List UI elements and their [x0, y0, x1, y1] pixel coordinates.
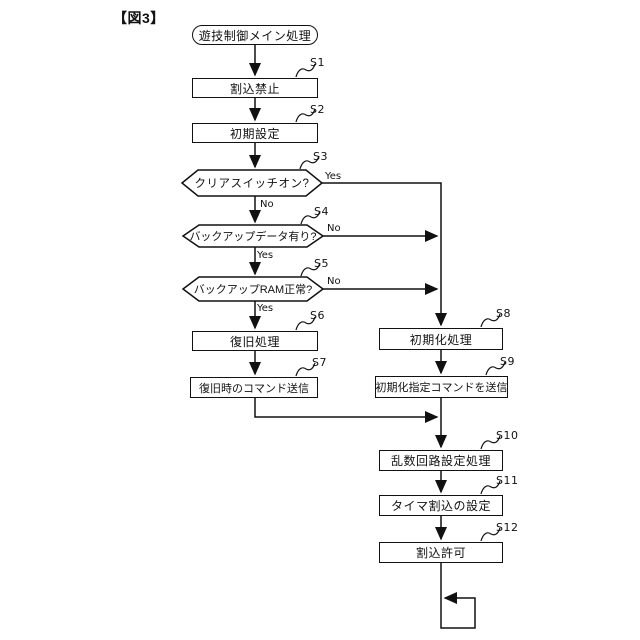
- figure-title: 【図3】: [113, 10, 165, 26]
- step-label-s1: S1: [310, 56, 325, 69]
- step-label-s2: S2: [310, 103, 325, 116]
- branch-label-s5-yes: Yes: [257, 303, 274, 314]
- branch-label-s5-no: No: [327, 276, 341, 287]
- node-s6: 復旧処理: [192, 331, 318, 351]
- step-label-s5: S5: [314, 257, 329, 270]
- branch-label-s4-yes: Yes: [257, 250, 274, 261]
- branch-label-s4-no: No: [327, 223, 341, 234]
- step-label-s12: S12: [496, 521, 519, 534]
- step-label-s11: S11: [496, 474, 519, 487]
- node-s12: 割込許可: [379, 542, 503, 563]
- node-start: 遊技制御メイン処理: [192, 25, 318, 45]
- node-s10: 乱数回路設定処理: [379, 450, 503, 471]
- step-label-s9: S9: [500, 355, 515, 368]
- node-s4: バックアップデータ有り?: [189, 231, 317, 243]
- step-label-s6: S6: [310, 309, 325, 322]
- branch-label-s3-yes: Yes: [325, 171, 342, 182]
- node-s11: タイマ割込の設定: [379, 495, 503, 516]
- node-s5: バックアップRAM正常?: [193, 284, 313, 296]
- node-s2: 初期設定: [192, 123, 318, 143]
- edge-s3-yes: [322, 182, 447, 327]
- node-s3: クリアスイッチオン?: [194, 178, 310, 190]
- branch-label-s3-no: No: [260, 199, 274, 210]
- step-label-s3: S3: [313, 150, 328, 163]
- decision-shape-s3: [180, 169, 324, 197]
- step-label-s4: S4: [314, 205, 329, 218]
- step-label-s10: S10: [496, 429, 519, 442]
- node-s9: 初期化指定コマンドを送信: [375, 376, 508, 398]
- node-s8: 初期化処理: [379, 328, 503, 350]
- decision-shape-s5: [181, 276, 325, 302]
- edge-s7-merge: [254, 398, 439, 423]
- step-label-s7: S7: [312, 356, 327, 369]
- node-s1: 割込禁止: [192, 78, 318, 98]
- decision-shape-s4: [181, 224, 325, 248]
- step-label-s8: S8: [496, 307, 511, 320]
- edge-main-loop: [440, 563, 476, 629]
- node-s7: 復旧時のコマンド送信: [190, 377, 318, 398]
